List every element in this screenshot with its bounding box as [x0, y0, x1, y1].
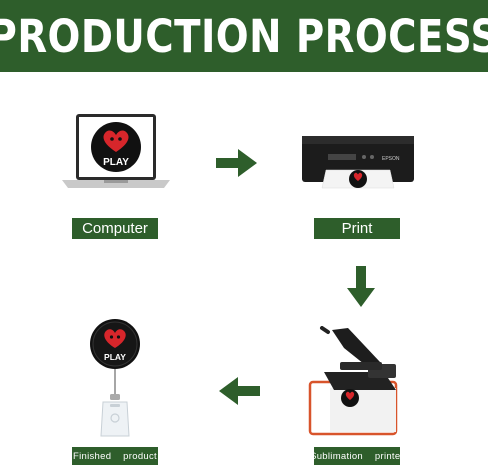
printer-brand: EPSON: [382, 156, 400, 162]
step-label-sublimation-printer: Sublimation printer: [310, 447, 404, 465]
printer-icon: EPSON: [302, 136, 414, 189]
page-title: PRODUCTION PROCESS: [0, 9, 488, 63]
laptop-icon: PLAY: [62, 114, 170, 188]
arrow-down-icon: [347, 266, 375, 307]
badge-reel-icon: PLAY: [90, 319, 140, 437]
heat-press-icon: [308, 326, 398, 436]
step-label-finished-product: Finished product: [72, 447, 158, 465]
logo-text: PLAY: [104, 352, 126, 362]
play-logo: [341, 389, 359, 407]
play-logo: [349, 170, 367, 188]
logo-text: PLAY: [103, 157, 129, 168]
step-label-computer: Computer: [72, 218, 158, 239]
title-banner: PRODUCTION PROCESS: [0, 0, 488, 72]
arrow-right-icon: [216, 149, 257, 177]
step-label-print: Print: [314, 218, 400, 239]
play-logo: PLAY: [91, 122, 141, 172]
arrow-left-icon: [219, 377, 260, 405]
